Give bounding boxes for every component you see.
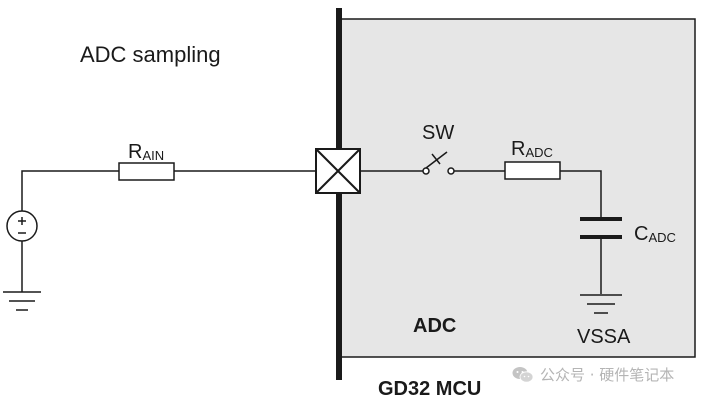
watermark: 公众号 · 硬件笔记本 (512, 364, 674, 385)
vssa-label: VSSA (577, 326, 631, 348)
wechat-icon (512, 366, 534, 383)
input-wire (21, 170, 119, 211)
r-adc-label: RADC (511, 138, 553, 160)
resistor-r-ain (118, 162, 175, 181)
resistor-r-adc (504, 161, 561, 180)
pin-symbol (315, 148, 361, 194)
diagram-title: ADC sampling (80, 42, 221, 67)
watermark-text: 公众号 · 硬件笔记本 (540, 366, 675, 384)
r-ain-label: RAIN (128, 141, 164, 163)
mcu-box (338, 18, 696, 358)
c-adc-label: CADC (634, 223, 676, 245)
mcu-label: GD32 MCU (378, 378, 481, 400)
sw-label: SW (422, 122, 454, 144)
wire-radc-cap (560, 170, 602, 218)
ground-symbol-right (580, 294, 622, 314)
voltage-source (6, 210, 38, 242)
capacitor-c-adc (580, 217, 622, 239)
adc-block-label: ADC (413, 315, 456, 337)
ground-symbol-left (3, 291, 41, 311)
